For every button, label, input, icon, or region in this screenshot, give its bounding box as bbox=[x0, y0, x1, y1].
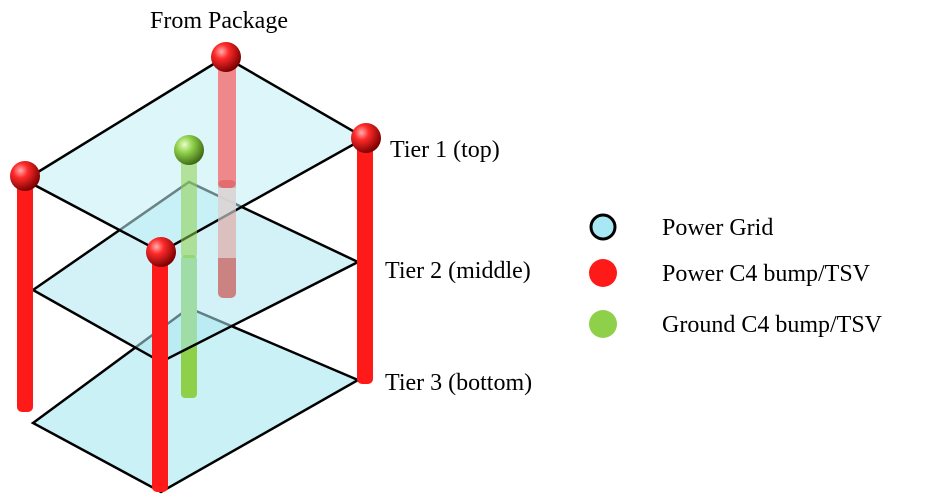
tier-1-label: Tier 1 (top) bbox=[390, 137, 500, 163]
power-bump-top bbox=[211, 42, 241, 72]
ground-c4-marker-icon bbox=[589, 310, 617, 338]
legend-item-power-c4: Power C4 bump/TSV bbox=[589, 259, 871, 287]
legend-item-power-grid: Power Grid bbox=[589, 213, 773, 241]
ground-bump bbox=[174, 135, 204, 165]
power-bump-left bbox=[10, 161, 40, 191]
power-pillar-right bbox=[357, 138, 373, 384]
tier-3-label: Tier 3 (bottom) bbox=[385, 370, 532, 396]
tier-2-label: Tier 2 (middle) bbox=[385, 258, 531, 284]
power-tsv-mid bbox=[218, 188, 236, 258]
power-grid-marker-icon bbox=[589, 213, 617, 241]
power-bump-front bbox=[146, 237, 176, 267]
legend-label: Power C4 bump/TSV bbox=[662, 261, 871, 287]
legend-item-ground-c4: Ground C4 bump/TSV bbox=[589, 310, 883, 338]
power-c4-marker-icon bbox=[589, 259, 617, 287]
legend-label: Power Grid bbox=[662, 215, 773, 241]
ground-tsv-upper bbox=[181, 150, 197, 258]
power-pillar-left bbox=[17, 180, 33, 412]
power-pillar-front bbox=[152, 252, 168, 492]
legend-label: Ground C4 bump/TSV bbox=[662, 312, 883, 338]
power-tsv-upper bbox=[218, 62, 236, 188]
power-bump-right bbox=[351, 123, 381, 153]
legend: Power Grid Power C4 bump/TSV Ground C4 b… bbox=[589, 213, 883, 338]
from-package-label: From Package bbox=[150, 8, 288, 34]
